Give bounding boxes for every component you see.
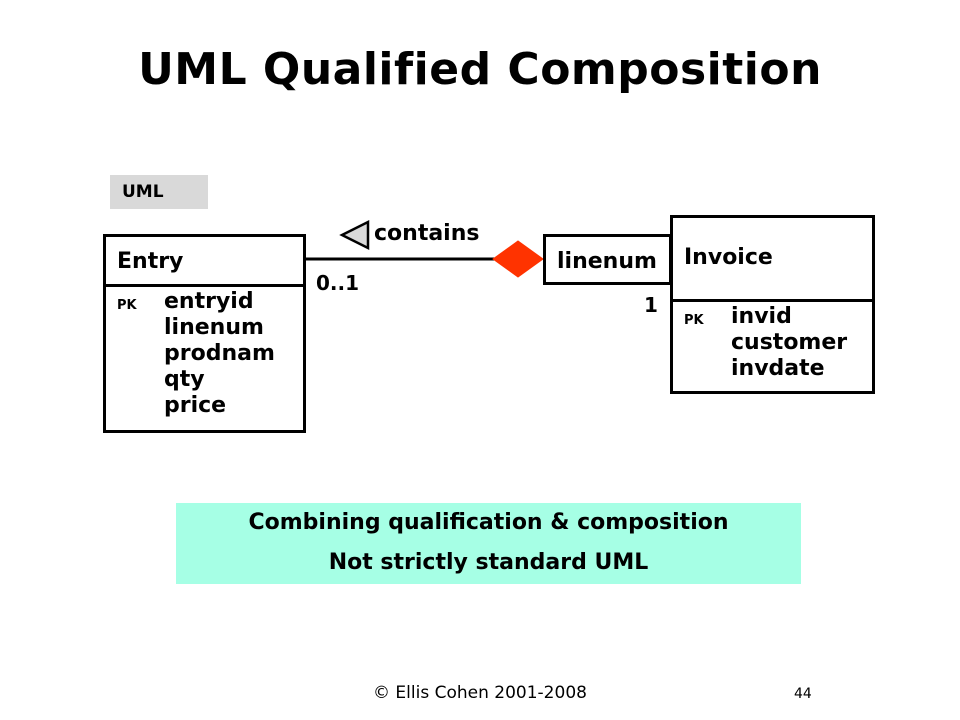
slide-title: UML Qualified Composition [138, 44, 822, 95]
invoice-class-name: Invoice [684, 245, 773, 270]
invoice-attribute: invid [731, 304, 792, 329]
entry-attribute: prodnam [164, 341, 275, 366]
entry-class-box: Entry PK entryid linenum prodnam qty pri… [103, 234, 306, 433]
invoice-attribute: invdate [731, 356, 825, 381]
copyright-footer: © Ellis Cohen 2001-2008 [373, 683, 587, 703]
entry-attribute-list: entryid linenum prodnam qty price [164, 289, 275, 419]
qualifier-name: linenum [557, 249, 657, 274]
invoice-class-header: Invoice [673, 218, 872, 302]
invoice-attribute: customer [731, 330, 848, 355]
entry-class-header: Entry [106, 237, 303, 287]
uml-tag: UML [110, 175, 208, 209]
invoice-class-box: Invoice PK invid customer invdate [670, 215, 875, 394]
entry-pk-label: PK [117, 298, 137, 313]
page-number: 44 [794, 686, 812, 702]
entry-attribute: qty [164, 367, 205, 392]
direction-arrow-icon [339, 219, 370, 251]
invoice-attribute-list: invid customer invdate [731, 304, 847, 382]
note-box: Combining qualification & composition No… [176, 503, 801, 584]
entry-attribute: entryid [164, 289, 254, 314]
association-label: contains [374, 221, 480, 246]
entry-multiplicity: 0..1 [316, 271, 360, 295]
note-line-1: Combining qualification & composition [248, 510, 729, 535]
composition-diamond [492, 240, 544, 278]
invoice-pk-label: PK [684, 313, 704, 328]
note-line-2: Not strictly standard UML [328, 550, 649, 575]
entry-attribute: linenum [164, 315, 264, 340]
qualifier-box: linenum [543, 234, 672, 285]
entry-class-name: Entry [117, 249, 184, 274]
invoice-multiplicity: 1 [644, 293, 658, 317]
entry-attribute: price [164, 393, 227, 418]
